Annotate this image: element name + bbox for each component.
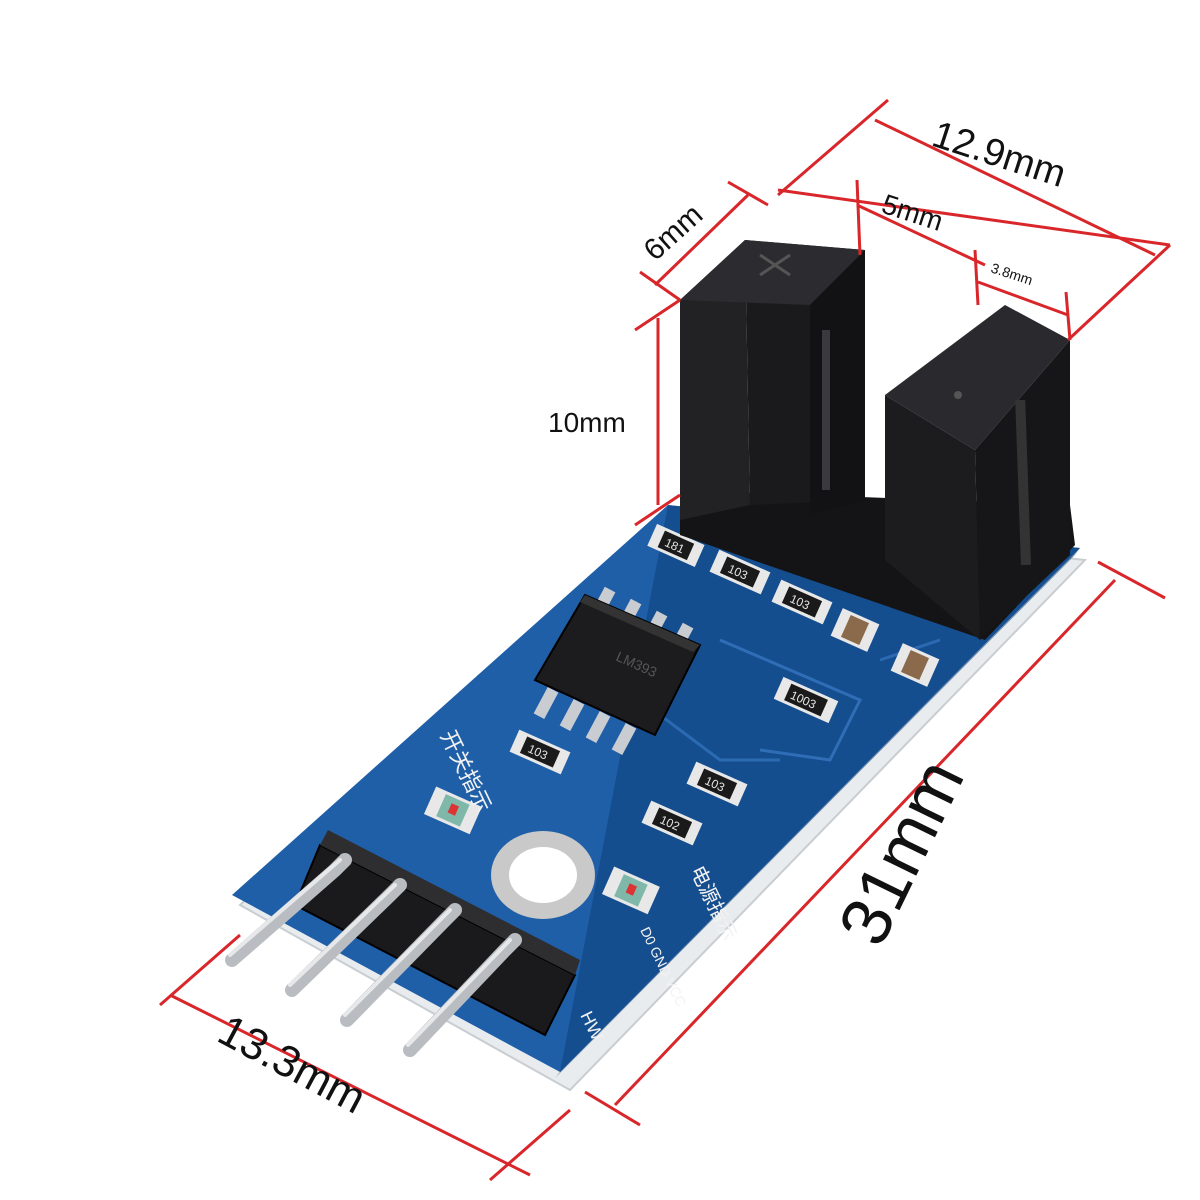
dim-arm-width: 3.8mm	[989, 260, 1035, 288]
switch-indicator-led-icon	[423, 786, 482, 835]
resistor-r5: 103	[509, 729, 571, 775]
dimension-lines	[159, 98, 1172, 1182]
resistor-r3: 103	[771, 579, 833, 625]
left-arm	[680, 240, 865, 520]
slot-optocoupler	[680, 240, 1075, 640]
pin-4	[403, 933, 522, 1057]
dim-arm-depth: 6mm	[638, 198, 710, 267]
smd-resistors: 181 103 103 1003 103 102 103	[509, 523, 940, 846]
header-pins	[225, 830, 580, 1057]
right-arm	[885, 305, 1070, 640]
power-indicator-led-icon	[601, 866, 660, 915]
dim-sensor-height: 10mm	[548, 407, 626, 438]
status-leds	[423, 786, 660, 915]
mounting-hole-icon	[491, 831, 595, 919]
resistor-r1: 181	[647, 523, 705, 567]
resistor-r4: 1003	[773, 676, 839, 724]
ic-chip: LM393	[533, 586, 702, 756]
resistor-r7: 103	[686, 761, 748, 807]
pin-3	[340, 903, 462, 1027]
capacitor-c1	[830, 608, 880, 652]
pin-1	[225, 853, 352, 967]
resistor-r2: 103	[709, 549, 771, 595]
dim-overall-width: 12.9mm	[927, 114, 1071, 196]
capacitor-c2	[890, 643, 940, 687]
pin-2	[285, 878, 407, 997]
resistor-r6: 102	[641, 800, 703, 846]
